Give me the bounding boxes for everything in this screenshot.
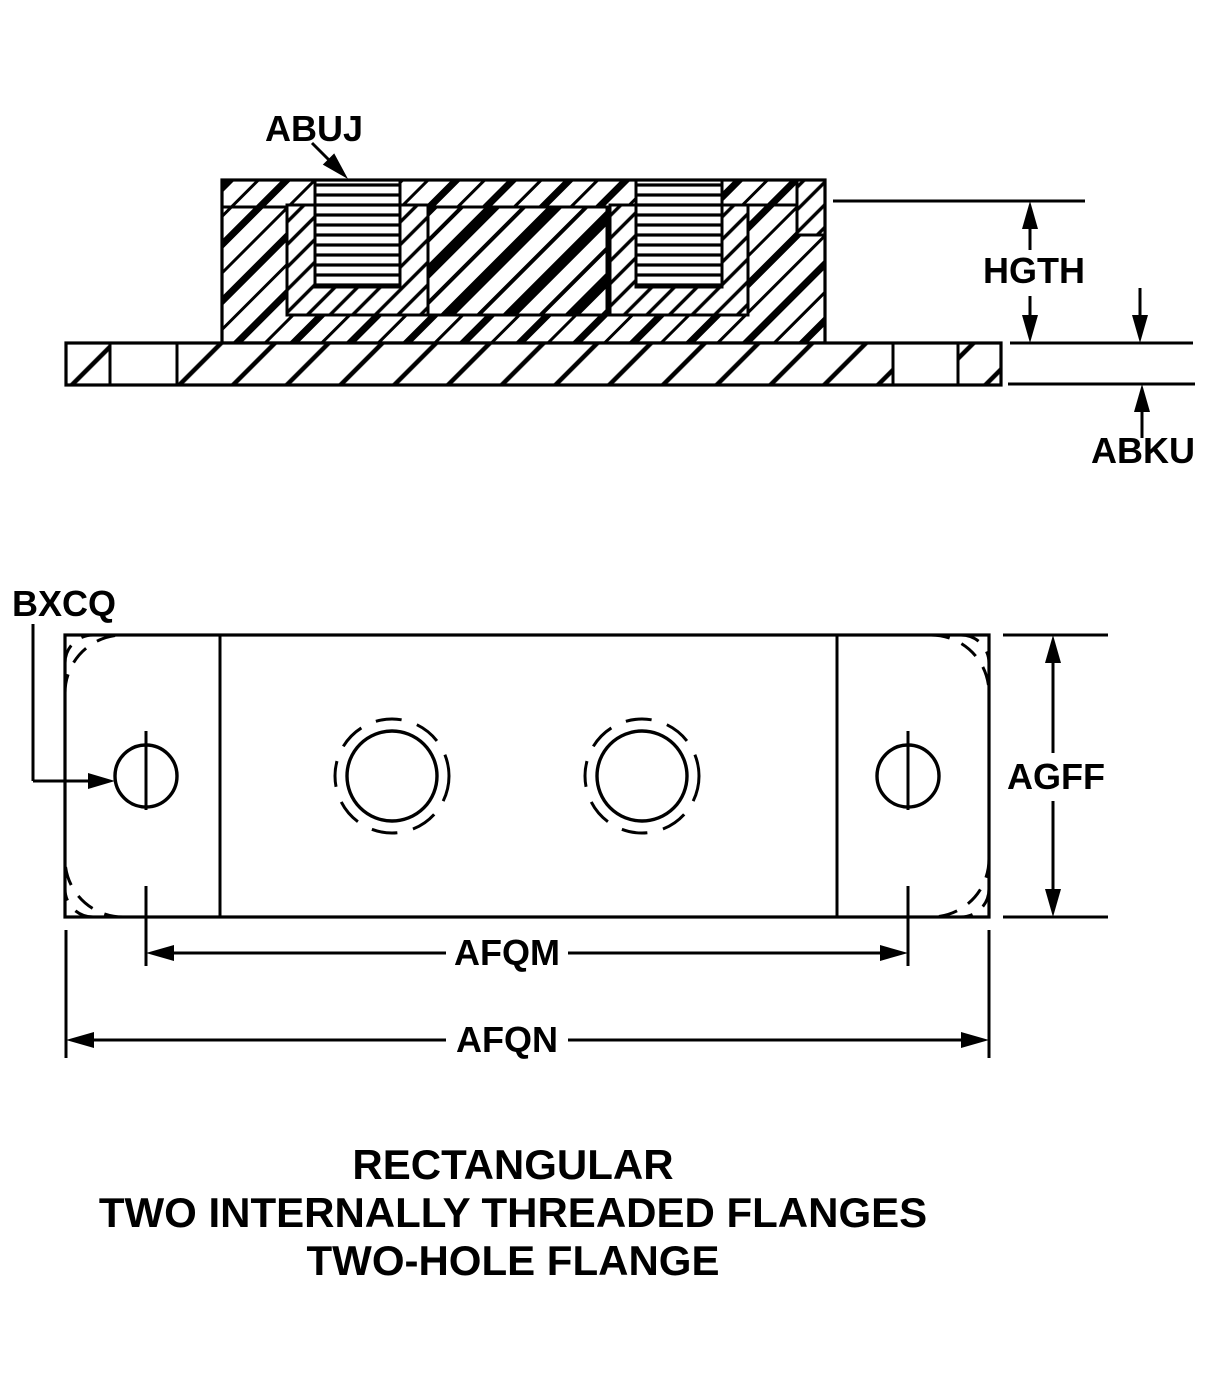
title-line-2: TWO INTERNALLY THREADED FLANGES [99,1189,927,1236]
title-line-3: TWO-HOLE FLANGE [307,1237,720,1284]
afqn-arrow-right [961,1032,989,1048]
drawing-title: RECTANGULAR TWO INTERNALLY THREADED FLAN… [99,1141,927,1284]
agff-dimension: AGFF [1003,633,1108,919]
left-threaded-insert [313,178,402,289]
afqn-arrow-left [66,1032,94,1048]
corner-arc-bl [63,858,124,919]
abku-arrow-down [1132,315,1148,343]
left-threaded-hole [345,729,439,823]
corner-arc-br [930,858,991,919]
corner-radius-arcs [63,633,991,919]
bxcq-leader: BXCQ [12,583,116,789]
afqm-label: AFQM [454,932,560,973]
abuj-leader: ABUJ [265,108,363,179]
afqm-dimension: AFQM [144,886,910,973]
hgth-arrow-down [1022,315,1038,343]
corner-arc-br-small [960,888,991,919]
abku-label: ABKU [1091,430,1195,471]
abku-arrow-up [1134,384,1150,412]
center-core [426,205,609,317]
agff-label: AGFF [1007,756,1105,797]
agff-arrow-down [1045,889,1061,917]
abuj-arrowhead [322,153,348,179]
hgth-arrow-up [1022,201,1038,229]
abku-dimension: ABKU [1091,288,1195,471]
section-view: ABUJ HGTH ABKU [64,108,1195,471]
agff-arrow-up [1045,635,1061,663]
bxcq-label: BXCQ [12,583,116,624]
mount-body-section [220,178,827,345]
corner-arc-tr [930,633,991,694]
flange-outline [63,633,991,919]
afqm-arrow-left [146,945,174,961]
afqm-arrow-right [880,945,908,961]
plate-hatch-left [66,343,110,385]
corner-arc-tl-small [63,633,94,664]
hgth-label: HGTH [983,250,1085,291]
plate-hatch-center [177,343,893,385]
bxcq-arrowhead [88,773,115,789]
corner-arc-bl-small [63,888,94,919]
corner-arc-tl [63,633,124,694]
right-threaded-insert [634,178,724,289]
left-thread-circle [333,717,451,835]
abuj-label: ABUJ [265,108,363,149]
title-line-1: RECTANGULAR [352,1141,673,1188]
hgth-dimension: HGTH [833,199,1195,386]
corner-notch [798,181,824,234]
plan-view: BXCQ AGFF AFQM [12,583,1108,1060]
afqn-dimension: AFQN [64,930,991,1060]
right-threaded-hole [595,729,689,823]
base-plate-section [64,341,1003,387]
right-thread-circle [583,717,701,835]
plate-outline [64,341,1003,387]
threaded-holes [333,717,701,835]
afqn-label: AFQN [456,1019,558,1060]
corner-arc-tr-small [960,633,991,664]
plate-hatch-right [958,343,1001,385]
mounting-holes [113,731,941,810]
